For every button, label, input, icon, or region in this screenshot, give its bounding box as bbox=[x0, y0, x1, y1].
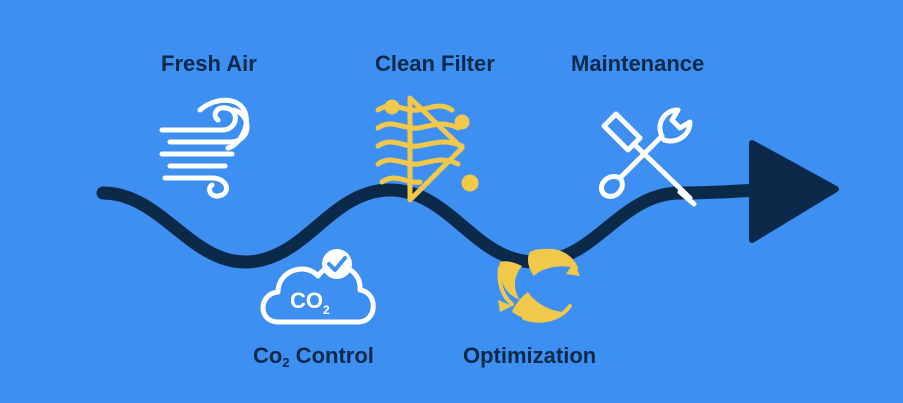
wave-path bbox=[96, 183, 767, 269]
co2-control-label: Co2 Control bbox=[253, 343, 374, 370]
co2-icon-subscript: 2 bbox=[323, 303, 330, 317]
co2-label-main: Co bbox=[253, 343, 283, 368]
arrow-head bbox=[749, 140, 839, 243]
wrench-screwdriver-icon bbox=[598, 107, 697, 207]
wind-icon bbox=[159, 97, 250, 199]
clean-filter-label: Clean Filter bbox=[375, 51, 495, 76]
co2-label-subscript: 2 bbox=[282, 355, 290, 370]
maintenance-label: Maintenance bbox=[571, 51, 705, 76]
co2-icon-text: CO bbox=[290, 288, 323, 313]
leaf-cycle-icon bbox=[497, 248, 580, 323]
optimization-label: Optimization bbox=[463, 343, 597, 368]
filter-icon bbox=[375, 95, 479, 203]
co2-label-rest: Control bbox=[289, 343, 374, 368]
fresh-air-label: Fresh Air bbox=[161, 51, 257, 76]
co2-cloud-icon: CO 2 bbox=[260, 249, 376, 325]
